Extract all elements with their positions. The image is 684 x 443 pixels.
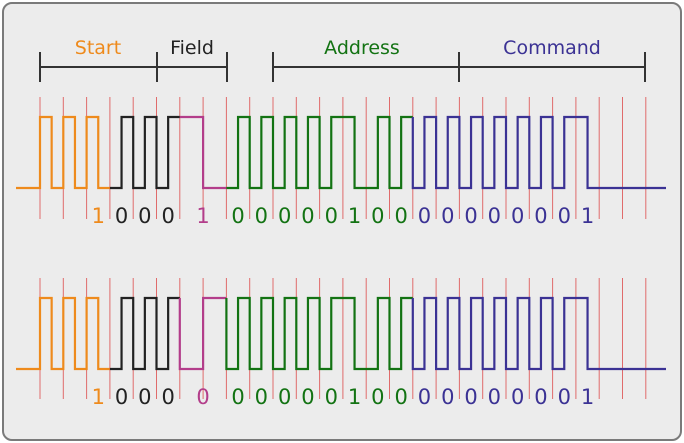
bit-label-field: 0 — [138, 204, 151, 228]
start-label: Start — [75, 37, 121, 59]
waveform-command-frame-2 — [411, 296, 666, 371]
bit-label-address: 0 — [255, 204, 268, 228]
waveform-start-frame-2 — [16, 296, 110, 371]
bit-label-address: 0 — [301, 204, 314, 228]
bit-label-command: 0 — [534, 385, 547, 409]
bit-label-address: 0 — [394, 204, 407, 228]
waveform-command-frame-1 — [411, 115, 666, 190]
bit-label-command: 0 — [464, 204, 477, 228]
bit-label-field: 0 — [115, 385, 128, 409]
bit-label-command: 0 — [488, 385, 501, 409]
waveform-address-frame-2 — [225, 296, 413, 371]
bit-label-command: 0 — [488, 204, 501, 228]
field-label: Field — [170, 37, 214, 59]
bit-label-address: 0 — [325, 204, 338, 228]
bit-label-address: 1 — [348, 204, 361, 228]
bit-label-field: 0 — [138, 385, 151, 409]
address-label: Address — [324, 37, 400, 59]
bit-label-command: 0 — [511, 204, 524, 228]
bit-label-address: 0 — [394, 385, 407, 409]
timing-gridlines — [39, 97, 647, 399]
bit-label-toggle: 0 — [196, 385, 209, 409]
bit-label-address: 1 — [348, 385, 361, 409]
waveforms — [16, 115, 666, 371]
bit-label-toggle: 1 — [196, 204, 209, 228]
bit-label-command: 0 — [418, 204, 431, 228]
bit-label-address: 0 — [231, 385, 244, 409]
bit-label-address: 0 — [231, 204, 244, 228]
bit-label-address: 0 — [278, 385, 291, 409]
bit-label-address: 0 — [255, 385, 268, 409]
bit-label-command: 0 — [534, 204, 547, 228]
section-labels: Start Field Address Command — [75, 37, 601, 59]
bit-label-field: 0 — [115, 204, 128, 228]
bit-label-start: 1 — [92, 204, 105, 228]
bit-label-command: 0 — [558, 204, 571, 228]
bit-label-address: 0 — [325, 385, 338, 409]
bit-label-address: 0 — [301, 385, 314, 409]
bit-label-command: 0 — [441, 204, 454, 228]
bit-label-address: 0 — [371, 385, 384, 409]
waveform-toggle-frame-1 — [179, 115, 227, 190]
bit-label-command: 0 — [558, 385, 571, 409]
bit-label-command: 0 — [441, 385, 454, 409]
bit-label-start: 1 — [92, 385, 105, 409]
bit-label-command: 1 — [581, 204, 594, 228]
waveform-field-frame-2 — [109, 296, 180, 371]
bit-label-address: 0 — [278, 204, 291, 228]
bit-label-command: 0 — [511, 385, 524, 409]
waveform-field-frame-1 — [109, 115, 180, 190]
section-brackets — [39, 52, 646, 82]
waveform-address-frame-1 — [226, 115, 413, 190]
bit-label-address: 0 — [371, 204, 384, 228]
bit-label-command: 1 — [581, 385, 594, 409]
bit-label-command: 0 — [418, 385, 431, 409]
bit-label-field: 0 — [161, 204, 174, 228]
bit-label-command: 0 — [464, 385, 477, 409]
waveform-toggle-frame-2 — [178, 296, 227, 371]
command-label: Command — [503, 37, 601, 59]
bit-label-field: 0 — [161, 385, 174, 409]
waveform-start-frame-1 — [16, 115, 110, 190]
